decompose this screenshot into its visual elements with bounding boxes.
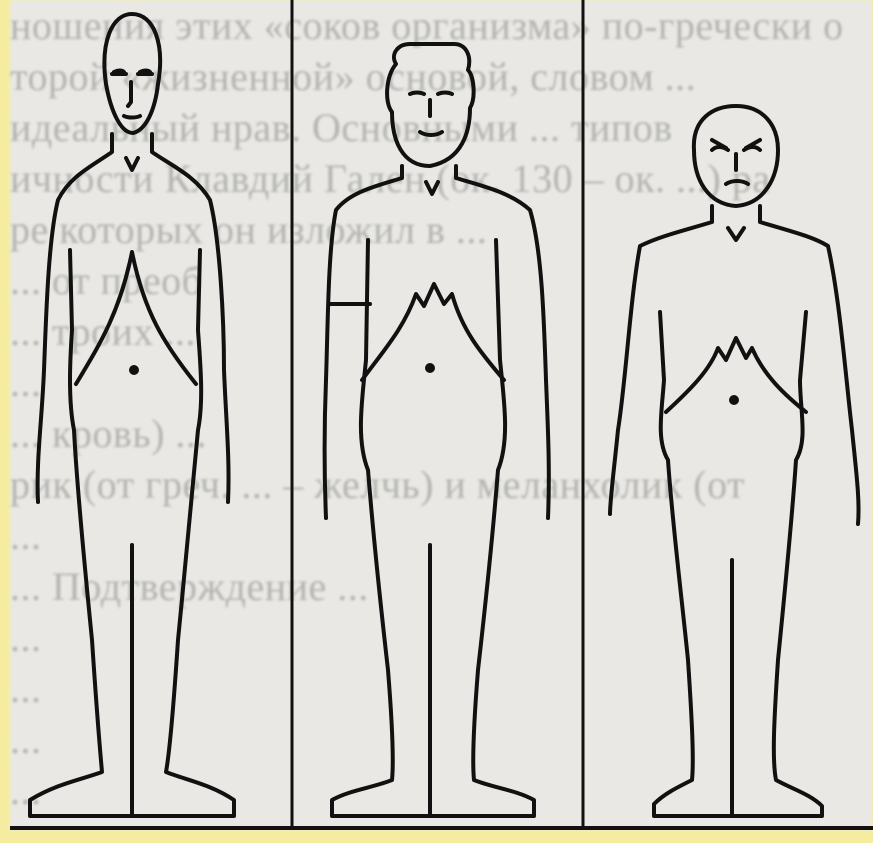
mouth: [124, 116, 140, 118]
eye: [744, 140, 760, 150]
figure-broad: [325, 44, 549, 816]
eye: [712, 140, 728, 150]
figure-short: [610, 106, 859, 816]
neck-mark: [426, 182, 438, 194]
body-outline: [610, 206, 859, 524]
mouth: [726, 181, 748, 184]
eye: [112, 71, 126, 75]
navel: [729, 395, 739, 405]
body-outline: [325, 166, 549, 518]
torso-right: [132, 250, 234, 816]
torso-left: [332, 240, 430, 816]
mouth: [420, 132, 442, 135]
navel: [129, 365, 139, 375]
torso-right: [430, 240, 534, 816]
figure-tall-thin: [30, 14, 234, 816]
navel: [425, 363, 435, 373]
neck-mark: [126, 158, 138, 170]
neck-mark: [728, 228, 744, 240]
ribcage: [76, 252, 196, 384]
eye: [410, 93, 424, 95]
eye: [138, 71, 152, 75]
eye: [438, 93, 452, 95]
nose: [128, 82, 131, 106]
